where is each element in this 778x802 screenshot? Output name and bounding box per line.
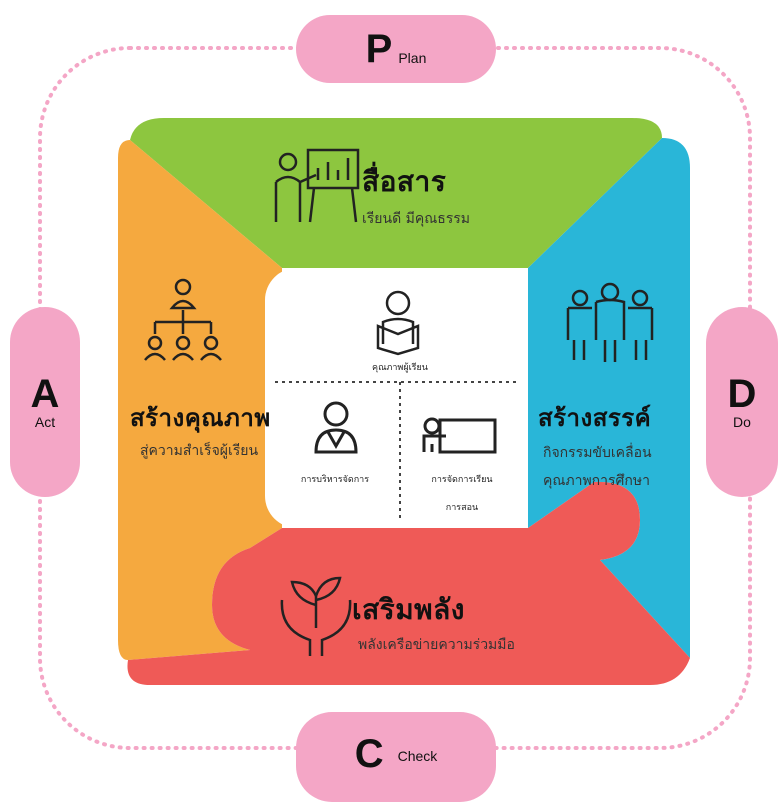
plan-letter: P xyxy=(365,27,393,71)
center-top-label: คุณภาพผู้เรียน xyxy=(372,363,428,373)
teacher-board-icon xyxy=(422,417,497,454)
check-pill: C Check xyxy=(296,712,496,802)
do-letter: D xyxy=(727,372,757,416)
check-letter: C xyxy=(354,732,384,776)
plan-pill: P Plan xyxy=(296,15,496,83)
left-orange-piece xyxy=(118,140,282,660)
plant-hands-icon xyxy=(280,576,352,656)
top-green-piece xyxy=(130,118,662,268)
center-box xyxy=(265,268,527,528)
bottom-red-piece xyxy=(127,481,690,685)
do-word: Do xyxy=(733,414,751,430)
check-word: Check xyxy=(397,748,438,764)
top-piece-title: สื่อสาร xyxy=(362,165,447,198)
presentation-icon xyxy=(274,148,360,223)
left-piece-title: สร้างคุณภาพ xyxy=(130,404,271,432)
act-word: Act xyxy=(34,414,56,430)
reading-student-icon xyxy=(376,290,420,356)
do-pill: D Do xyxy=(706,307,778,497)
center-right-label-2: การสอน xyxy=(445,503,479,513)
right-blue-piece xyxy=(528,138,690,658)
center-right-label-1: การจัดการเรียน xyxy=(431,475,493,485)
bottom-piece-subtitle: พลังเครือข่ายความร่วมมือ xyxy=(358,637,515,653)
act-letter: A xyxy=(30,372,60,416)
administrator-icon xyxy=(314,401,358,454)
plan-word: Plan xyxy=(398,50,427,66)
top-piece-subtitle: เรียนดี มีคุณธรรม xyxy=(362,211,471,227)
right-piece-subtitle-2: คุณภาพการศึกษา xyxy=(543,473,650,489)
left-piece-subtitle: สู่ความสำเร็จผู้เรียน xyxy=(140,443,259,459)
hierarchy-icon xyxy=(144,278,222,361)
right-piece-title: สร้างสรรค์ xyxy=(538,404,652,432)
bottom-piece-title: เสริมพลัง xyxy=(352,593,465,626)
center-left-label: การบริหารจัดการ xyxy=(300,475,370,485)
group-people-icon xyxy=(566,282,654,362)
right-piece-subtitle-1: กิจกรรมขับเคลื่อน xyxy=(543,445,652,461)
act-pill: A Act xyxy=(10,307,80,497)
